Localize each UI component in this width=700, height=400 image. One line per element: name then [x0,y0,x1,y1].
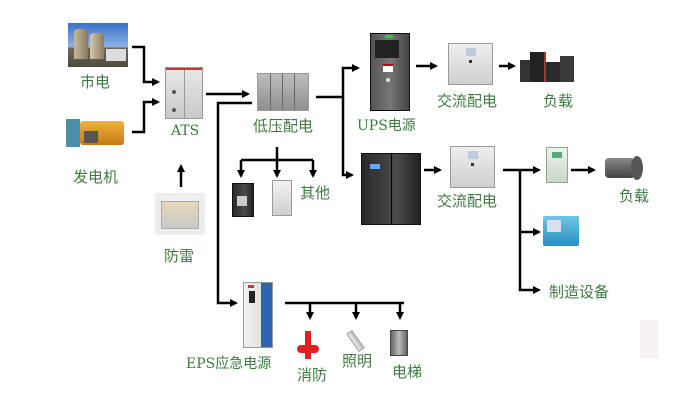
other-label: 其他 [300,184,331,202]
ats-cabinet-icon [165,67,203,119]
ups-tower-icon [370,33,410,111]
ac-distribution-cabinet-icon [448,43,493,85]
fire-label: 消防 [297,366,328,384]
manufacturing-label: 制造设备 [549,283,610,301]
lv-switchgear-icon [257,73,309,111]
generator-label: 发电机 [73,168,119,186]
lv-dist-label: 低压配电 [253,117,314,135]
surge-node [155,193,205,235]
fire-pump-icon [295,331,321,359]
surge-protector-icon [161,201,199,229]
power-plant-icon [68,23,128,67]
cnc-machine-icon [543,216,579,246]
eps-label: EPS应急电源 [186,356,272,372]
elevator-icon [390,330,408,356]
generator-node [66,117,126,149]
ups-label: UPS电源 [357,118,416,134]
ats-label: ATS [171,123,200,139]
wire-lv-ups [316,64,360,99]
server-rack-icon [520,50,578,82]
motor-icon [601,152,643,182]
surge-label: 防雷 [164,247,195,265]
mains-label: 市电 [80,73,111,91]
lamp-icon [346,329,365,353]
faint-artifact [640,320,658,358]
wire-lv-upslarge [341,97,354,179]
ups-small-icon [232,183,254,217]
lighting-label: 照明 [342,352,373,370]
eps-cabinet-icon [243,282,273,348]
load-2-label: 负载 [619,187,650,205]
wire-ats-eps [216,101,252,307]
generator-icon [66,117,126,149]
load-1-label: 负载 [543,92,574,110]
ac-dist-1-label: 交流配电 [437,92,498,110]
ac-dist-2-label: 交流配电 [437,192,498,210]
ups-large-icon [361,153,421,225]
air-conditioner-icon [272,180,292,216]
wire-generator-ats [132,98,160,134]
wire-mains-ats [132,45,160,86]
ac-distribution-cabinet-icon [450,146,495,188]
mains-node [68,23,128,67]
elevator-label: 电梯 [392,363,423,381]
inverter-icon [546,147,568,183]
